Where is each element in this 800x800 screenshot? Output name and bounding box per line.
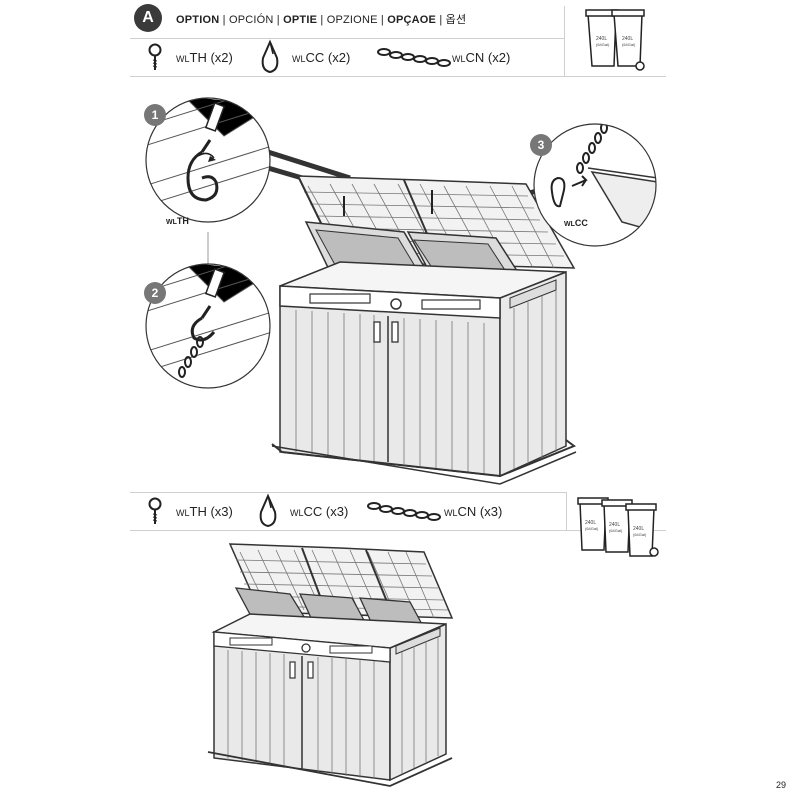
bin-label: 240L <box>585 520 596 526</box>
hook-icon <box>148 43 162 70</box>
page-title: OPTION | OPCIÓN | OPTIE | OPZIONE | OPÇA… <box>176 14 467 26</box>
bin-label: 240L <box>622 36 633 42</box>
bin-label: 240L <box>596 36 607 42</box>
step-badge: 1 <box>144 104 166 126</box>
divider <box>130 38 564 39</box>
carabiner-icon <box>259 493 277 528</box>
part-label-th: WLTH (x2) <box>176 50 233 65</box>
wheelie-bins-icon: 240L (64Gal) 240L (64Gal) 240L (64Gal) <box>577 497 659 557</box>
part-label-cn: WLCN (x3) <box>444 504 503 519</box>
two-bin-store-illustration <box>207 149 577 485</box>
step-badge: 3 <box>530 134 552 156</box>
part-label-th: WLTH (x3) <box>176 504 233 519</box>
bin-label: (64Gal) <box>596 42 610 47</box>
step-badge: 2 <box>144 282 166 304</box>
divider <box>564 6 565 76</box>
option-badge: A <box>134 4 162 32</box>
page-number: 29 <box>775 780 786 790</box>
detail-callout-carabiner <box>533 123 657 247</box>
detail-callout-chain <box>145 263 271 389</box>
hook-icon <box>148 497 162 524</box>
divider <box>130 530 666 531</box>
divider <box>130 76 666 77</box>
divider <box>130 492 566 493</box>
bin-label: (64Gal) <box>585 526 599 531</box>
part-label-cn: WLCN (x2) <box>452 50 511 65</box>
wheelie-bins-icon: 240L (64Gal) 240L (64Gal) <box>585 9 645 71</box>
callout-label-cc: WLCC <box>564 218 588 228</box>
bin-label: (64Gal) <box>633 532 647 537</box>
chain-icon <box>367 502 441 521</box>
bin-label: 240L <box>609 522 620 528</box>
bin-label: (64Gal) <box>622 42 636 47</box>
divider <box>566 492 567 530</box>
chain-icon <box>377 48 451 67</box>
part-label-cc: WLCC (x3) <box>290 504 349 519</box>
bin-label: 240L <box>633 526 644 532</box>
detail-callout-hook <box>145 97 271 223</box>
callout-label-th: WLTH <box>166 216 189 226</box>
part-label-cc: WLCC (x2) <box>292 50 351 65</box>
carabiner-icon <box>261 39 279 74</box>
bin-label: (64Gal) <box>609 528 623 533</box>
